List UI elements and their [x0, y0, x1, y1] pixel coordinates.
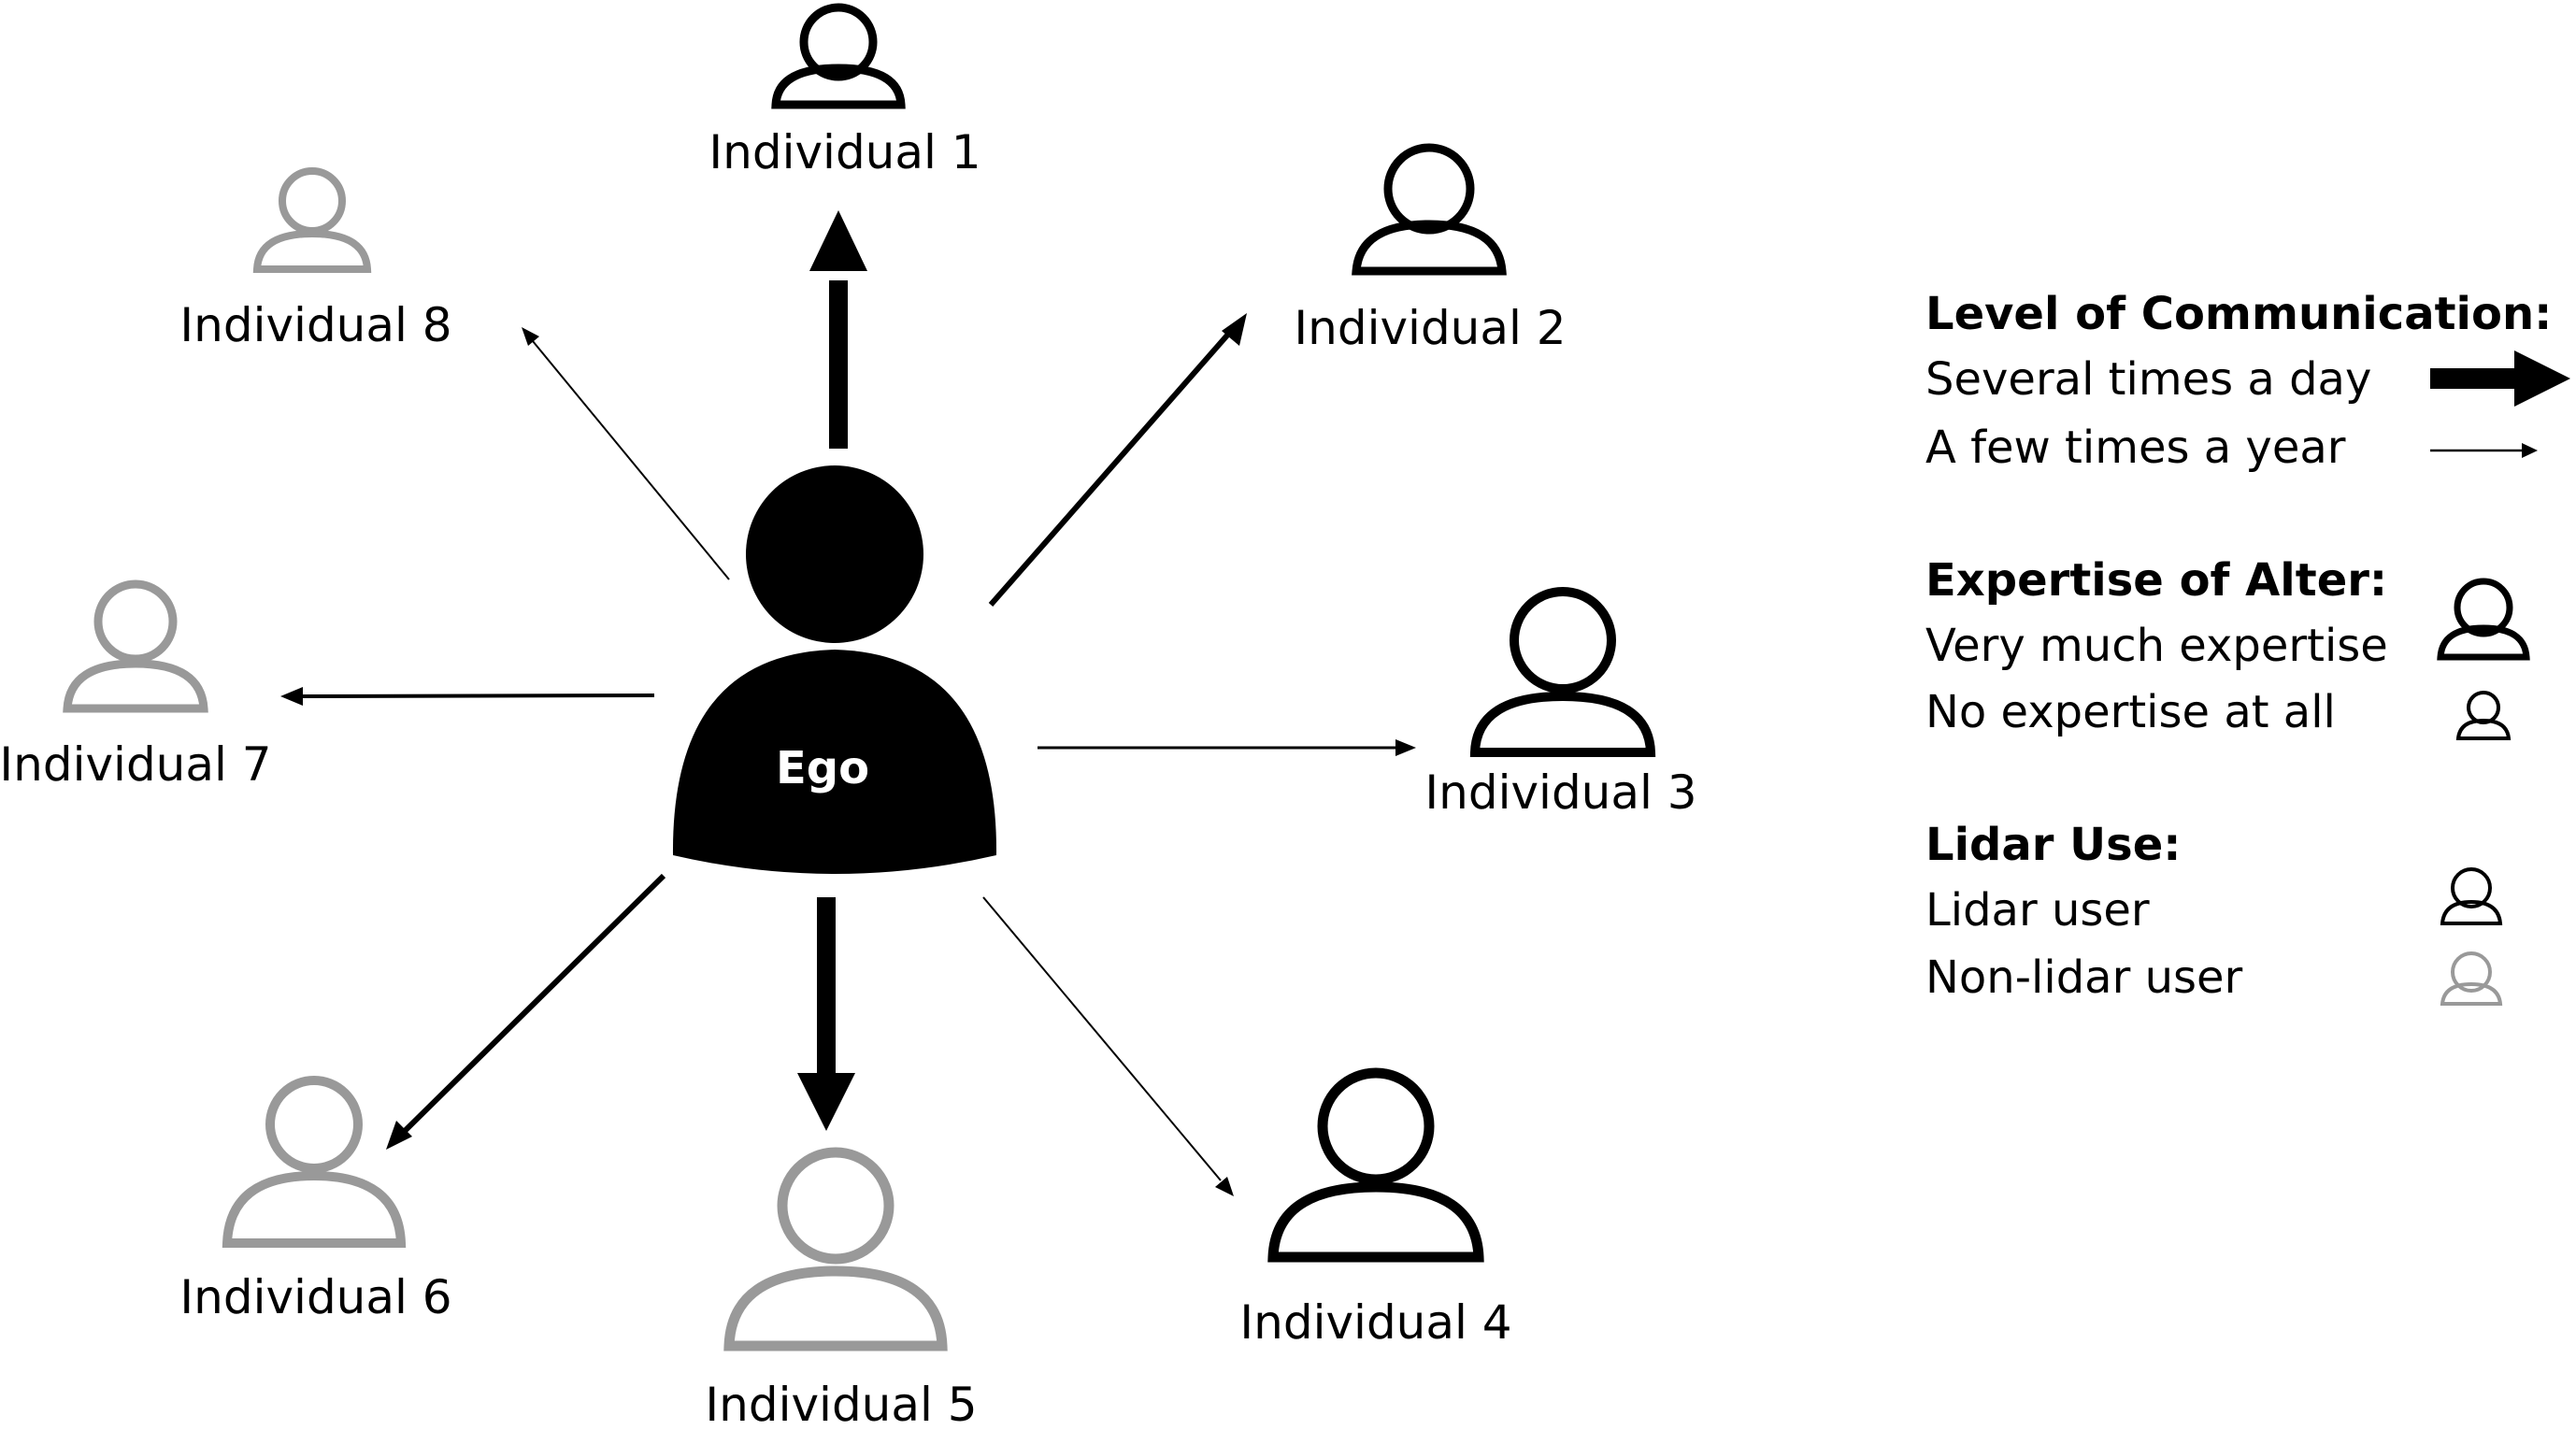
legend-lidar-non-user: Non-lidar user: [1925, 951, 2243, 1004]
individual-3-label: Individual 3: [1424, 765, 1696, 820]
legend-communication-low: A few times a year: [1925, 422, 2346, 474]
ego-node: Ego: [672, 465, 997, 874]
legend-large-person-icon: [2437, 578, 2530, 661]
legend-non-lidar-user-icon: [2440, 951, 2503, 1006]
person-filled-icon: [672, 465, 997, 874]
arrow-individual-8: [532, 340, 730, 580]
person-outline-icon: [771, 3, 906, 109]
communication-arrows: [280, 210, 1416, 1196]
legend-lidar-user: Lidar user: [1925, 884, 2150, 937]
legend: Level of Communication: Several times a …: [1925, 288, 2570, 1006]
individual-6-node: Individual 6: [179, 1076, 452, 1324]
legend-communication-high: Several times a day: [1925, 353, 2371, 406]
legend-small-person-icon: [2455, 691, 2512, 740]
individual-4-label: Individual 4: [1239, 1295, 1511, 1350]
arrowhead-individual-8: [522, 327, 539, 346]
arrowhead-individual-5: [797, 1073, 855, 1131]
individual-5-node: Individual 5: [705, 1147, 978, 1430]
individual-1-node: Individual 1: [708, 3, 981, 179]
individual-2-label: Individual 2: [1294, 301, 1566, 355]
person-outline-icon: [1267, 1067, 1484, 1263]
individual-1-label: Individual 1: [708, 125, 980, 179]
individual-8-label: Individual 8: [179, 298, 451, 352]
arrowhead-individual-7: [280, 687, 303, 706]
individual-6-label: Individual 6: [179, 1270, 451, 1324]
individual-4-node: Individual 4: [1239, 1067, 1512, 1350]
legend-expertise-high: Very much expertise: [1925, 620, 2388, 672]
person-outline-icon: [723, 1147, 948, 1351]
arrow-individual-7: [300, 694, 655, 698]
individual-2-node: Individual 2: [1294, 143, 1567, 355]
individual-7-label: Individual 7: [0, 737, 272, 792]
legend-thin-arrow-icon: [2430, 443, 2538, 458]
individual-3-node: Individual 3: [1424, 587, 1697, 820]
arrowhead-individual-3: [1395, 739, 1416, 756]
person-outline-icon: [1469, 587, 1656, 757]
individual-7-node: Individual 7: [0, 579, 272, 792]
arrow-individual-2: [988, 328, 1235, 607]
legend-communication-heading: Level of Communication:: [1925, 288, 2552, 340]
person-outline-icon: [1352, 143, 1507, 276]
arrowhead-individual-2: [1222, 313, 1247, 346]
legend-thick-arrow-icon: [2430, 350, 2570, 407]
arrowhead-individual-1: [809, 210, 867, 271]
person-outline-icon: [252, 167, 372, 273]
legend-expertise-heading: Expertise of Alter:: [1925, 554, 2387, 607]
ego-label: Ego: [776, 742, 869, 794]
individual-8-node: Individual 8: [179, 167, 452, 352]
legend-lidar-user-icon: [2440, 867, 2503, 925]
arrow-individual-4: [982, 896, 1222, 1181]
arrowhead-individual-4: [1215, 1177, 1234, 1196]
legend-lidar-heading: Lidar Use:: [1925, 819, 2181, 871]
individual-5-label: Individual 5: [705, 1378, 977, 1430]
arrow-individual-6: [399, 873, 666, 1137]
person-outline-icon: [222, 1076, 407, 1248]
arrowhead-individual-6: [386, 1121, 412, 1150]
person-outline-icon: [63, 579, 208, 713]
legend-expertise-low: No expertise at all: [1925, 686, 2336, 738]
